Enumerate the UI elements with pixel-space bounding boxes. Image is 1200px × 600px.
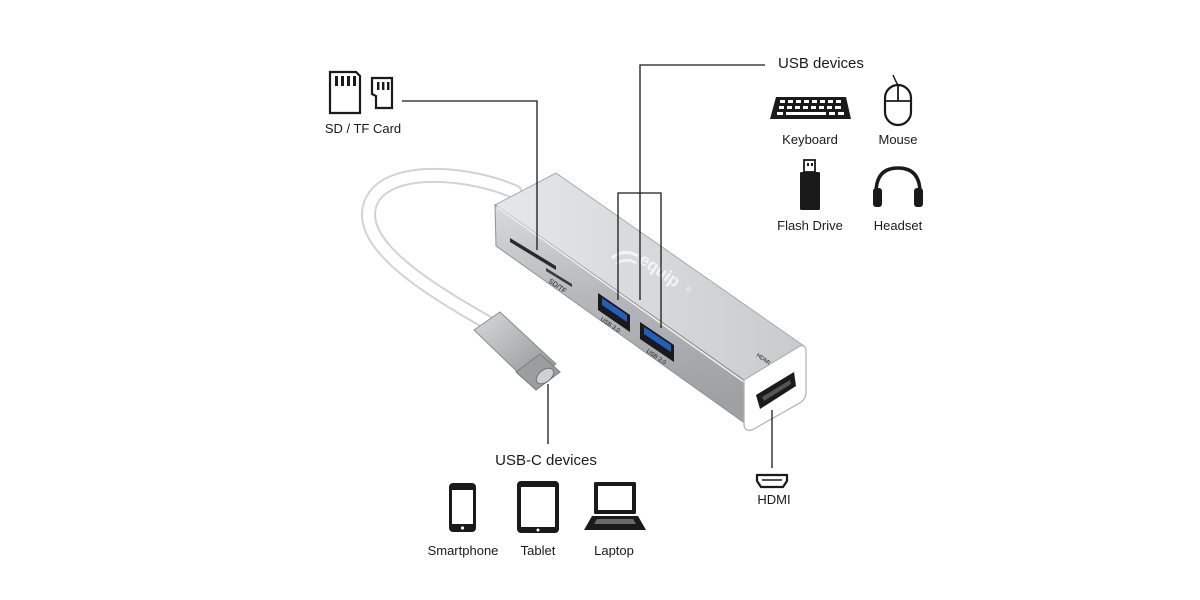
laptop-label: Laptop: [594, 543, 634, 558]
tablet-label: Tablet: [521, 543, 556, 558]
sd-card-icon: [328, 70, 362, 115]
tablet-icon: [517, 481, 559, 533]
flash-drive-label: Flash Drive: [777, 218, 843, 233]
usb-c-plug: [473, 311, 561, 391]
smartphone-label: Smartphone: [428, 543, 499, 558]
keyboard-label: Keyboard: [782, 132, 838, 147]
flash-drive-icon: [800, 159, 820, 210]
callout-lines: [402, 64, 773, 468]
headset-icon: [873, 166, 923, 207]
tf-card-icon: [370, 76, 394, 110]
usb-callout-line-vertical: [639, 64, 765, 300]
usb-c-hub: SD/TF USB 3.0 USB 3.0 equip ® HDMI: [494, 172, 807, 431]
laptop-icon: [584, 482, 646, 530]
usb-devices-title: USB devices: [778, 55, 864, 72]
mouse-label: Mouse: [878, 132, 917, 147]
sd-tf-card-label: SD / TF Card: [325, 121, 401, 136]
usb-callout-bracket: [617, 192, 662, 328]
mouse-icon: [883, 74, 913, 127]
card-callout-line: [402, 100, 538, 250]
card-reader-slot-tf: [546, 268, 572, 287]
keyboard-icon: [770, 97, 851, 119]
card-reader-slot: [510, 238, 556, 270]
headset-label: Headset: [874, 218, 923, 233]
usb-a-port-1: USB 3.0: [598, 293, 630, 335]
usbc-devices-title: USB-C devices: [495, 452, 597, 469]
smartphone-icon: [449, 483, 476, 532]
brand-reg-mark: ®: [686, 286, 692, 294]
usb-c-cable: [361, 167, 523, 333]
hdmi-label: HDMI: [757, 492, 790, 507]
hdmi-connector-icon: [755, 473, 789, 489]
